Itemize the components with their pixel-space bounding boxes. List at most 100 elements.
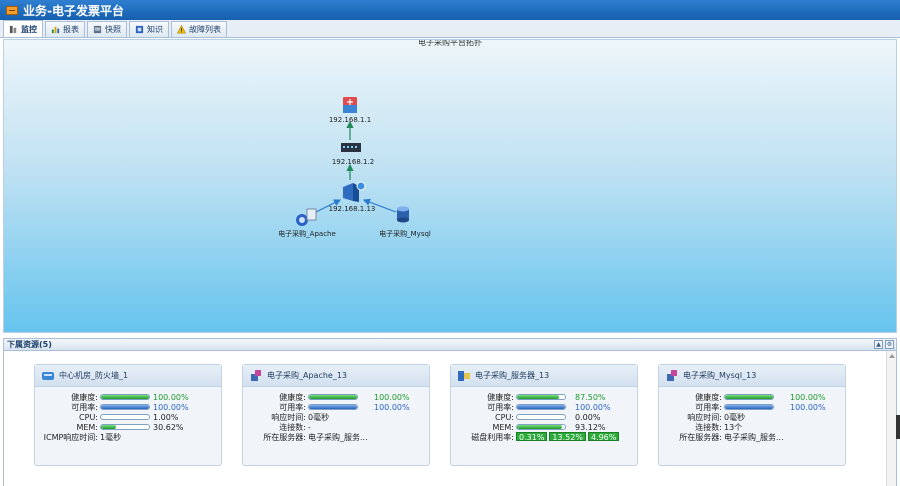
- cpu-row: CPU: 1.00%: [35, 412, 221, 422]
- node-label: 192.168.1.2: [331, 158, 375, 166]
- report-icon: [51, 26, 60, 34]
- health-fill: [101, 395, 149, 399]
- disk-badge: 13.52%: [549, 432, 586, 442]
- avail-fill: [101, 405, 149, 409]
- mem-row: MEM: 93.12%: [451, 422, 637, 432]
- tab-label: 知识: [147, 25, 163, 34]
- page-title: 业务-电子发票平台: [23, 3, 124, 18]
- tab-fault-list[interactable]: 故障列表: [171, 21, 227, 37]
- monitor-icon: [9, 25, 17, 33]
- panel-title: 下属资源(5): [7, 340, 52, 349]
- node-label: 电子采购_Apache: [278, 230, 336, 238]
- avail-label: 可用率:: [487, 402, 514, 412]
- firewall-icon[interactable]: [342, 96, 358, 114]
- health-value: 100.00%: [790, 392, 826, 402]
- conn-value: 13个: [724, 422, 743, 432]
- app-logo-icon: [6, 5, 18, 15]
- health-bar: [516, 394, 566, 400]
- mysql-service-icon: [667, 370, 677, 381]
- mysql-icon[interactable]: [395, 204, 411, 224]
- cpu-bar: [516, 414, 566, 420]
- card-header[interactable]: 中心机房_防火墙_1: [35, 365, 221, 387]
- disk-badge: 0.31%: [516, 432, 548, 442]
- topology-view[interactable]: 电子采购平台拓扑 192.168.1.1 192.168.1.2 192.168…: [3, 39, 897, 333]
- cpu-value: 0.00%: [575, 412, 601, 422]
- resp-label: 响应时间:: [271, 412, 306, 422]
- resp-label: 响应时间:: [687, 412, 722, 422]
- conn-label: 连接数:: [695, 422, 722, 432]
- card-header[interactable]: 电子采购_服务器_13: [451, 365, 637, 387]
- node-label: 192.168.1.13: [328, 205, 376, 213]
- cpu-label: CPU:: [79, 412, 98, 422]
- resource-card-server[interactable]: 电子采购_服务器_13 健康度: 87.50% 可用率: 100.00% CPU…: [450, 364, 638, 466]
- node-label: 192.168.1.1: [328, 116, 372, 124]
- server-label: 所在服务器:: [679, 432, 722, 442]
- health-bar: [100, 394, 150, 400]
- disk-row: 磁盘利用率: 0.31%13.52%4.96%: [451, 432, 637, 442]
- avail-value: 100.00%: [374, 402, 410, 412]
- avail-value: 100.00%: [153, 402, 189, 412]
- health-label: 健康度:: [487, 392, 514, 402]
- disk-badge: 4.96%: [587, 432, 620, 442]
- health-row: 健康度: 87.50%: [451, 392, 637, 402]
- topology-links: [315, 120, 397, 213]
- tab-report[interactable]: 报表: [45, 21, 85, 37]
- health-row: 健康度: 100.00%: [659, 392, 845, 402]
- tab-snapshot[interactable]: 快照: [87, 21, 127, 37]
- server-label: 所在服务器:: [263, 432, 306, 442]
- scroll-up-icon[interactable]: [889, 354, 895, 358]
- mem-fill: [517, 425, 562, 429]
- panel-scrollbar[interactable]: [886, 351, 896, 486]
- tab-label: 报表: [63, 25, 79, 34]
- node-label: 电子采购_Mysql: [379, 230, 431, 238]
- health-label: 健康度:: [695, 392, 722, 402]
- mem-bar: [100, 424, 150, 430]
- server-device-icon: [458, 371, 470, 381]
- health-row: 健康度: 100.00%: [243, 392, 429, 402]
- server-row: 所在服务器: 电子采购_服务...: [243, 432, 429, 442]
- health-bar: [308, 394, 358, 400]
- server-icon[interactable]: [340, 181, 366, 203]
- collapse-icon[interactable]: ▲: [874, 340, 883, 349]
- switch-icon[interactable]: [340, 141, 362, 154]
- card-header[interactable]: 电子采购_Mysql_13: [659, 365, 845, 387]
- resource-card-firewall[interactable]: 中心机房_防火墙_1 健康度: 100.00% 可用率: 100.00% CPU…: [34, 364, 222, 466]
- avail-row: 可用率: 100.00%: [451, 402, 637, 412]
- tab-monitor[interactable]: 监控: [3, 20, 43, 37]
- card-header[interactable]: 电子采购_Apache_13: [243, 365, 429, 387]
- mem-label: MEM:: [492, 422, 514, 432]
- cpu-row: CPU: 0.00%: [451, 412, 637, 422]
- avail-row: 可用率: 100.00%: [243, 402, 429, 412]
- conn-row: 连接数: -: [243, 422, 429, 432]
- icmp-label: ICMP响应时间:: [43, 432, 98, 442]
- health-fill: [309, 395, 357, 399]
- server-row: 所在服务器: 电子采购_服务...: [659, 432, 845, 442]
- tab-knowledge[interactable]: 知识: [129, 21, 169, 37]
- disk-label: 磁盘利用率:: [471, 432, 514, 442]
- tab-label: 快照: [105, 25, 121, 34]
- tab-label: 监控: [21, 24, 37, 34]
- server-link[interactable]: 电子采购_服务...: [724, 432, 784, 442]
- mem-value: 93.12%: [575, 422, 606, 432]
- conn-value: -: [308, 422, 311, 432]
- settings-icon[interactable]: ⚙: [885, 340, 894, 349]
- icmp-value: 1毫秒: [100, 432, 122, 442]
- avail-fill: [517, 405, 565, 409]
- mem-fill: [101, 425, 116, 429]
- resource-card-mysql[interactable]: 电子采购_Mysql_13 健康度: 100.00% 可用率: 100.00% …: [658, 364, 846, 466]
- avail-bar: [308, 404, 358, 410]
- card-title: 中心机房_防火墙_1: [59, 371, 129, 380]
- resp-value: 0毫秒: [724, 412, 746, 422]
- health-value: 100.00%: [374, 392, 410, 402]
- avail-value: 100.00%: [790, 402, 826, 412]
- avail-row: 可用率: 100.00%: [659, 402, 845, 412]
- health-fill: [517, 395, 559, 399]
- health-row: 健康度: 100.00%: [35, 392, 221, 402]
- mem-value: 30.62%: [153, 422, 184, 432]
- server-link[interactable]: 电子采购_服务...: [308, 432, 368, 442]
- apache-icon[interactable]: [295, 207, 317, 227]
- link-apache-server: [315, 199, 342, 213]
- cpu-value: 1.00%: [153, 412, 179, 422]
- resource-card-apache[interactable]: 电子采购_Apache_13 健康度: 100.00% 可用率: 100.00%…: [242, 364, 430, 466]
- snapshot-icon: [93, 25, 102, 34]
